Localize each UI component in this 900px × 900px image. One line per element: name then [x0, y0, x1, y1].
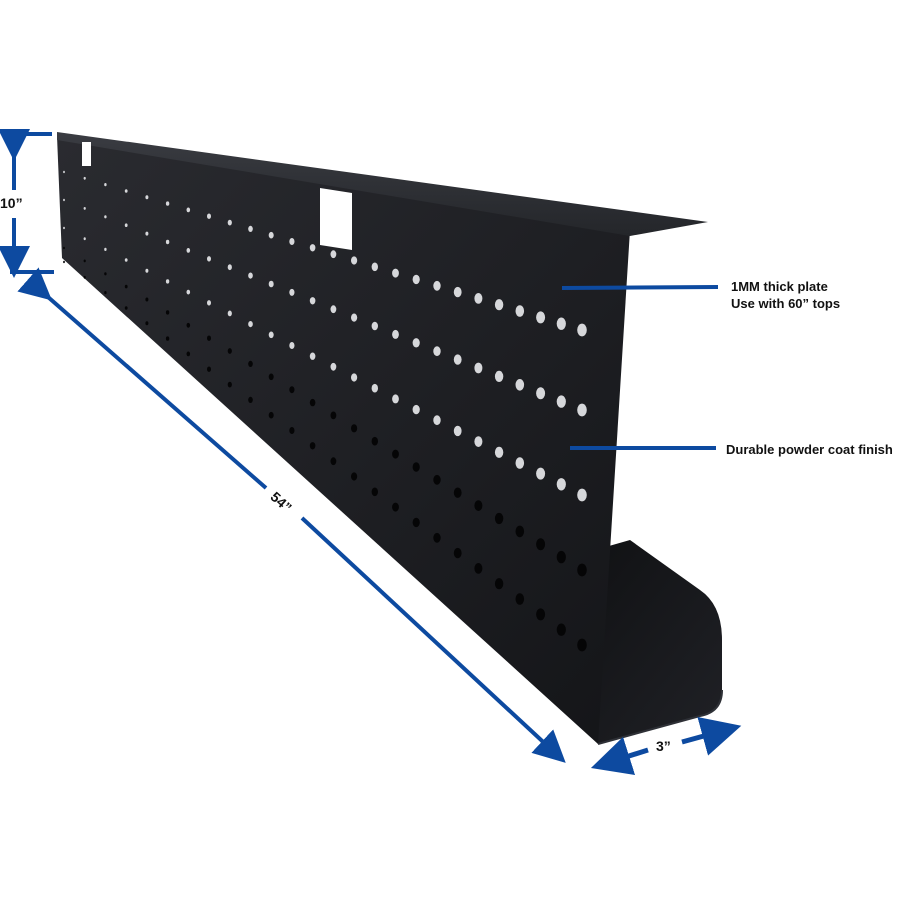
depth-dimension [590, 717, 742, 776]
callout-thickness-line1: 1MM thick plate [731, 279, 828, 294]
height-dimension-label: 10” [0, 195, 23, 211]
cable-cutout-center [320, 188, 352, 250]
callout-finish: Durable powder coat finish [726, 441, 893, 458]
callout-line-thickness [561, 285, 719, 290]
depth-dimension-label: 3” [656, 738, 671, 754]
cable-cutout-left [82, 142, 91, 166]
callout-finish-line1: Durable powder coat finish [726, 442, 893, 457]
length-dimension [17, 267, 566, 763]
callout-thickness-line2: Use with 60” tops [731, 296, 841, 311]
callout-thickness: 1MM thick plate Use with 60” tops [731, 278, 840, 312]
perforated-panel [57, 132, 708, 744]
